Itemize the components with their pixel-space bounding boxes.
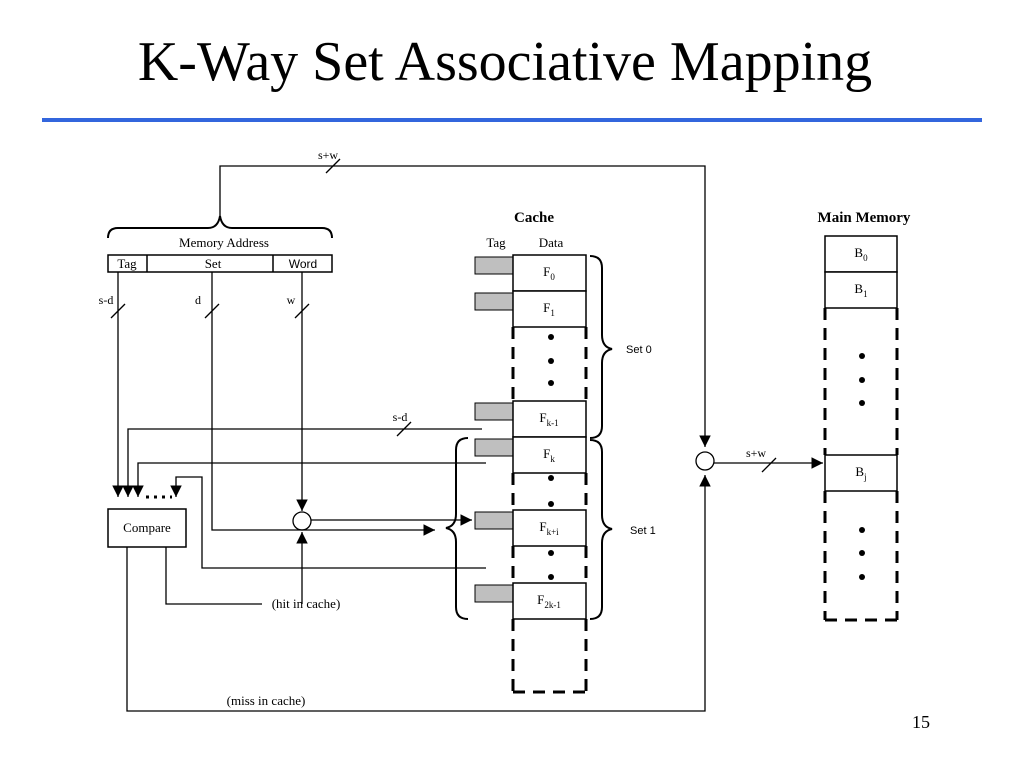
cache-tag-cell (474, 438, 514, 457)
comparator-group: Compare s-d (107, 410, 486, 569)
address-bus-lines (110, 158, 711, 531)
address-to-memory-line (219, 165, 711, 447)
hit-path (165, 547, 262, 605)
address-width-label: s+w (318, 148, 338, 162)
set1-left-brace (445, 437, 469, 620)
ellipsis-dot (548, 550, 554, 556)
set-width-label: d (195, 293, 201, 307)
memory-gaps (823, 308, 899, 622)
word-width-label: w (287, 293, 296, 307)
compare-box (107, 508, 187, 548)
set-field-label: Set (205, 256, 222, 271)
compare-label: Compare (123, 520, 171, 535)
memory-address-group: Memory Address Tag Set Word (107, 215, 333, 273)
cache-line-label: Fk (543, 446, 555, 464)
set-select-gate (292, 511, 312, 531)
cache-dots (548, 334, 554, 580)
cache-tag-cell (474, 402, 514, 421)
tag-width-tick-cache (396, 421, 412, 437)
page-number: 15 (912, 712, 930, 732)
miss-path (126, 475, 711, 712)
set0-label: Set 0 (626, 344, 652, 356)
set-field-line (211, 272, 300, 531)
cache-data-cell (512, 254, 587, 292)
cache-tag-width-label: s-d (393, 410, 408, 424)
ellipsis-dot (548, 380, 554, 386)
miss-label: (miss in cache) (227, 693, 306, 708)
address-register (107, 254, 333, 273)
cache-line-label: F0 (543, 264, 555, 282)
word-field-label: Word (289, 257, 317, 271)
memory-block-cell (824, 235, 898, 273)
memory-select-group (695, 451, 823, 473)
tag-width-tick (110, 303, 126, 319)
ellipsis-dot (859, 527, 865, 533)
cache-tag-header: Tag (486, 235, 506, 250)
address-width-tick (325, 158, 341, 174)
ellipsis-dot (548, 475, 554, 481)
hit-label: (hit in cache) (272, 596, 341, 611)
cache-data-header: Data (539, 235, 564, 250)
memory-block-cell (824, 454, 898, 492)
set-select-group (292, 511, 472, 604)
tag-width-label: s-d (99, 293, 114, 307)
memory-width-tick (761, 457, 777, 473)
ellipsis-dot (548, 358, 554, 364)
cache-data-cell (512, 509, 587, 547)
ellipsis-dot (548, 501, 554, 507)
tag-line-d (170, 476, 486, 569)
cache-gaps (511, 327, 588, 694)
ellipsis-dot (548, 334, 554, 340)
set-width-tick (204, 303, 220, 319)
set1-label: Set 1 (630, 525, 656, 537)
title-rule (42, 118, 982, 122)
memory-select-gate (695, 451, 715, 471)
memory-block-label: B0 (854, 245, 868, 263)
cache-line-label: Fk+i (539, 519, 559, 537)
ellipsis-dot (859, 574, 865, 580)
cache-data-cell (512, 436, 587, 474)
tag-line-b (128, 446, 482, 447)
cache-data-cell (512, 290, 587, 328)
memory-width-label: s+w (746, 446, 766, 460)
tag-line-c (132, 462, 486, 497)
cache-tag-cell (474, 511, 514, 530)
memory-block-cell (824, 271, 898, 309)
tag-line-a (122, 428, 482, 497)
ellipsis-dot (859, 377, 865, 383)
cache-title: Cache (514, 210, 554, 226)
cache-tag-cell (474, 292, 514, 311)
slide-title: K-Way Set Associative Mapping (137, 31, 873, 93)
cache-line-label: F1 (543, 300, 555, 318)
ellipsis-dot (859, 353, 865, 359)
word-width-tick (294, 303, 310, 319)
cache-data-cell (512, 582, 587, 620)
memory-dots (859, 353, 865, 580)
cache-data-cell (512, 400, 587, 438)
cache-tag-cell (474, 584, 514, 603)
cache-line-label: Fk-1 (539, 410, 558, 428)
cache-line-label: F2k-1 (537, 592, 561, 610)
cache-tag-cell (474, 256, 514, 275)
main-memory-title: Main Memory (818, 210, 911, 226)
address-caption: Memory Address (179, 235, 269, 250)
set0-brace (589, 255, 613, 439)
memory-block-label: B1 (854, 281, 867, 299)
ellipsis-dot (859, 400, 865, 406)
ellipsis-dot (548, 574, 554, 580)
set1-brace (589, 439, 613, 620)
tag-field-label: Tag (117, 256, 137, 271)
hit-miss-paths (126, 475, 711, 712)
ellipsis-dot (859, 550, 865, 556)
memory-block-label: Bj (855, 464, 866, 482)
